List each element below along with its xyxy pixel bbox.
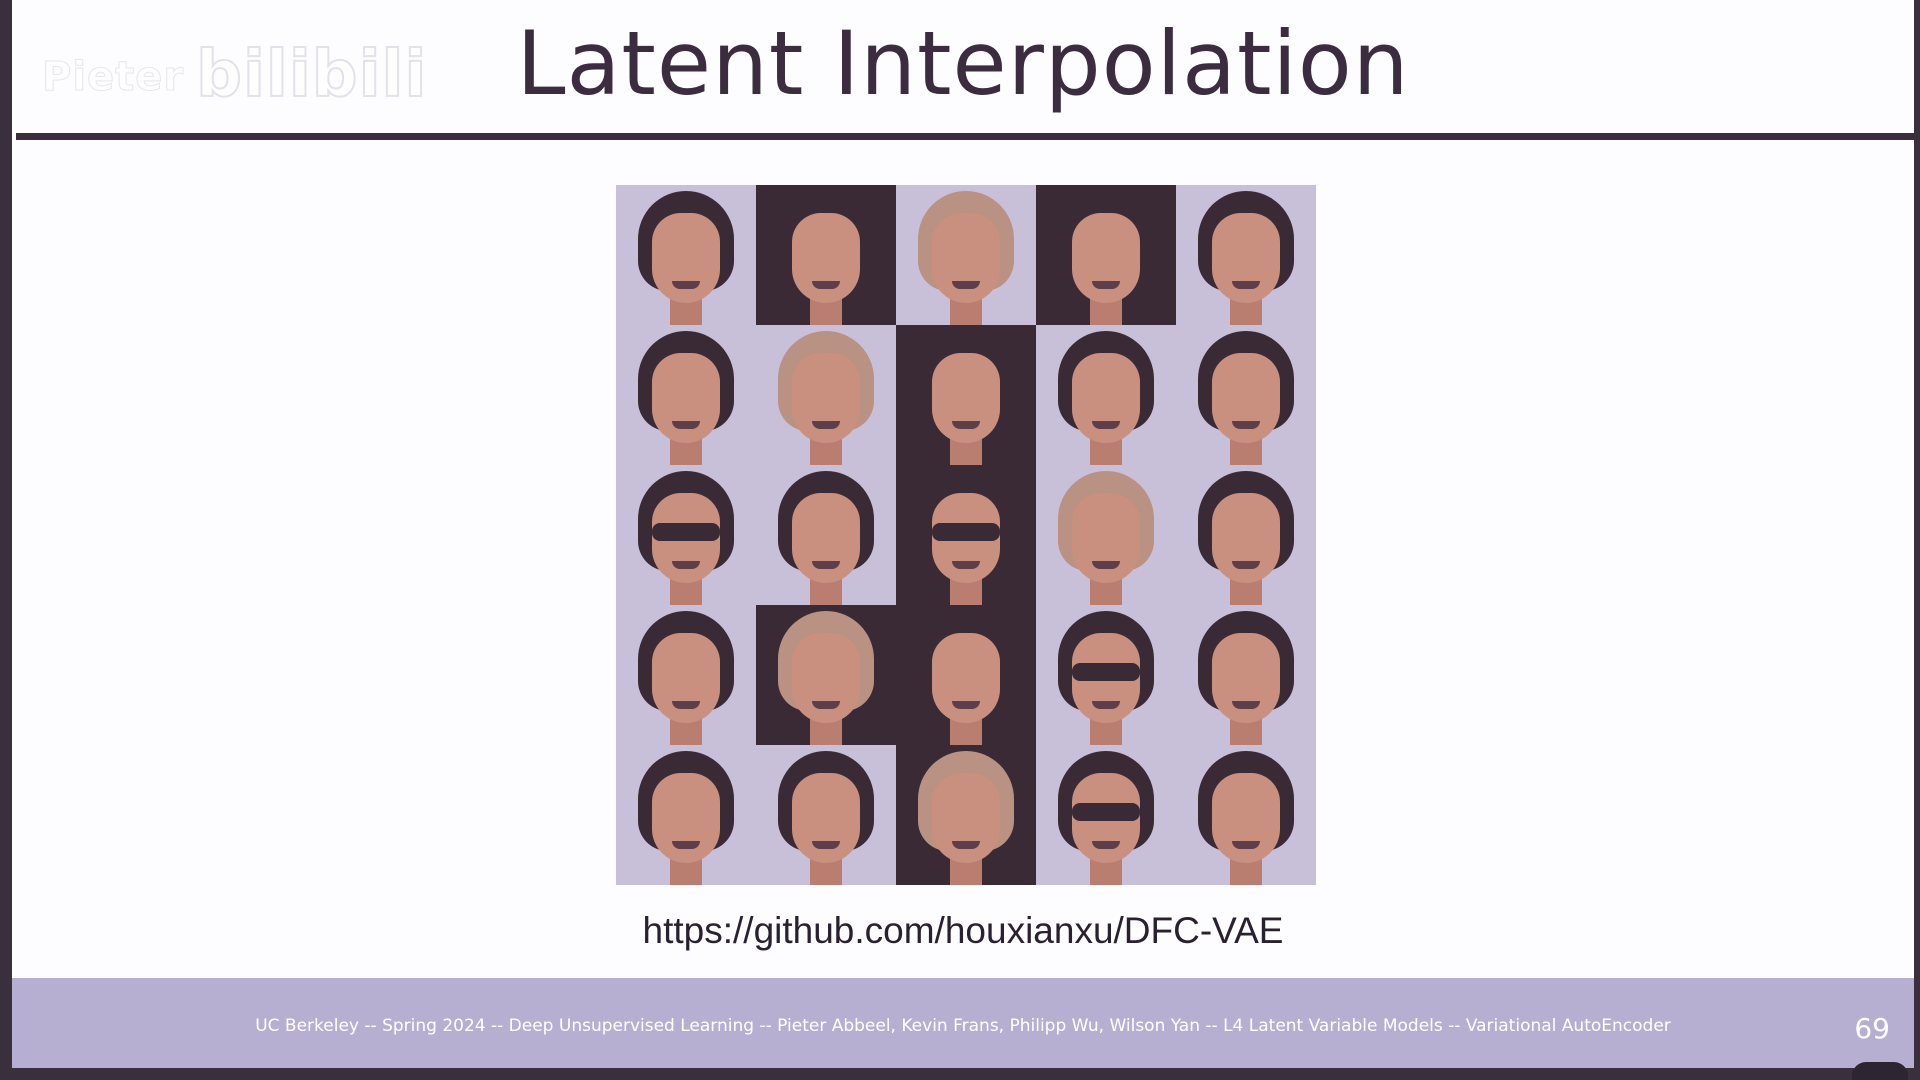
face-thumbnail	[1036, 325, 1176, 465]
face-skin	[932, 353, 1000, 443]
face-mouth	[1092, 701, 1120, 709]
face-mouth	[812, 841, 840, 849]
slide-title: Latent Interpolation	[516, 12, 1410, 115]
face-skin	[652, 633, 720, 723]
footer-text: UC Berkeley -- Spring 2024 -- Deep Unsup…	[255, 1016, 1671, 1036]
face-thumbnail	[756, 185, 896, 325]
face-skin	[792, 493, 860, 583]
face-mouth	[672, 841, 700, 849]
watermark-text: Pieter	[41, 54, 185, 101]
face-skin	[1072, 213, 1140, 303]
face-thumbnail	[756, 325, 896, 465]
face-thumbnail	[896, 325, 1036, 465]
face-mouth	[952, 701, 980, 709]
sunglasses	[1072, 803, 1140, 821]
face-mouth	[952, 561, 980, 569]
face-skin	[1212, 633, 1280, 723]
face-thumbnail	[896, 605, 1036, 745]
face-thumbnail	[756, 605, 896, 745]
face-skin	[1072, 353, 1140, 443]
face-skin	[1212, 213, 1280, 303]
face-skin	[652, 353, 720, 443]
face-thumbnail	[896, 745, 1036, 885]
face-interpolation-grid	[616, 185, 1316, 885]
face-mouth	[812, 701, 840, 709]
face-skin	[1212, 773, 1280, 863]
face-thumbnail	[1176, 325, 1316, 465]
face-skin	[652, 213, 720, 303]
face-thumbnail	[1036, 745, 1176, 885]
face-thumbnail	[896, 465, 1036, 605]
face-mouth	[952, 421, 980, 429]
face-thumbnail	[1176, 185, 1316, 325]
face-skin	[792, 213, 860, 303]
page-number: 69	[1854, 1012, 1890, 1045]
face-thumbnail	[1176, 745, 1316, 885]
face-mouth	[1232, 701, 1260, 709]
face-thumbnail	[1036, 465, 1176, 605]
source-link[interactable]: https://github.com/houxianxu/DFC-VAE	[642, 910, 1284, 951]
face-mouth	[952, 841, 980, 849]
slide-footer: UC Berkeley -- Spring 2024 -- Deep Unsup…	[12, 978, 1914, 1068]
face-thumbnail	[616, 325, 756, 465]
face-mouth	[672, 561, 700, 569]
face-thumbnail	[756, 465, 896, 605]
face-thumbnail	[616, 185, 756, 325]
face-thumbnail	[1176, 605, 1316, 745]
face-skin	[1072, 493, 1140, 583]
face-skin	[792, 773, 860, 863]
face-mouth	[672, 421, 700, 429]
face-thumbnail	[616, 465, 756, 605]
face-thumbnail	[616, 745, 756, 885]
face-mouth	[672, 701, 700, 709]
face-mouth	[672, 281, 700, 289]
face-thumbnail	[616, 605, 756, 745]
face-mouth	[1092, 561, 1120, 569]
face-mouth	[812, 561, 840, 569]
face-skin	[792, 353, 860, 443]
face-mouth	[1092, 281, 1120, 289]
player-control-tab[interactable]	[1852, 1062, 1908, 1080]
sunglasses	[932, 523, 1000, 541]
face-mouth	[1232, 281, 1260, 289]
face-skin	[792, 633, 860, 723]
face-skin	[1212, 493, 1280, 583]
face-thumbnail	[756, 745, 896, 885]
face-mouth	[1092, 421, 1120, 429]
face-mouth	[1232, 841, 1260, 849]
face-skin	[932, 213, 1000, 303]
title-divider	[16, 133, 1914, 140]
face-mouth	[812, 281, 840, 289]
face-skin	[932, 633, 1000, 723]
face-skin	[1212, 353, 1280, 443]
face-thumbnail	[1036, 185, 1176, 325]
face-thumbnail	[1036, 605, 1176, 745]
bilibili-logo: bilibili	[195, 37, 428, 113]
face-skin	[652, 773, 720, 863]
face-thumbnail	[896, 185, 1036, 325]
face-skin	[932, 773, 1000, 863]
face-mouth	[812, 421, 840, 429]
face-mouth	[952, 281, 980, 289]
face-mouth	[1092, 841, 1120, 849]
face-mouth	[1232, 561, 1260, 569]
sunglasses	[652, 523, 720, 541]
face-mouth	[1232, 421, 1260, 429]
face-thumbnail	[1176, 465, 1316, 605]
sunglasses	[1072, 663, 1140, 681]
